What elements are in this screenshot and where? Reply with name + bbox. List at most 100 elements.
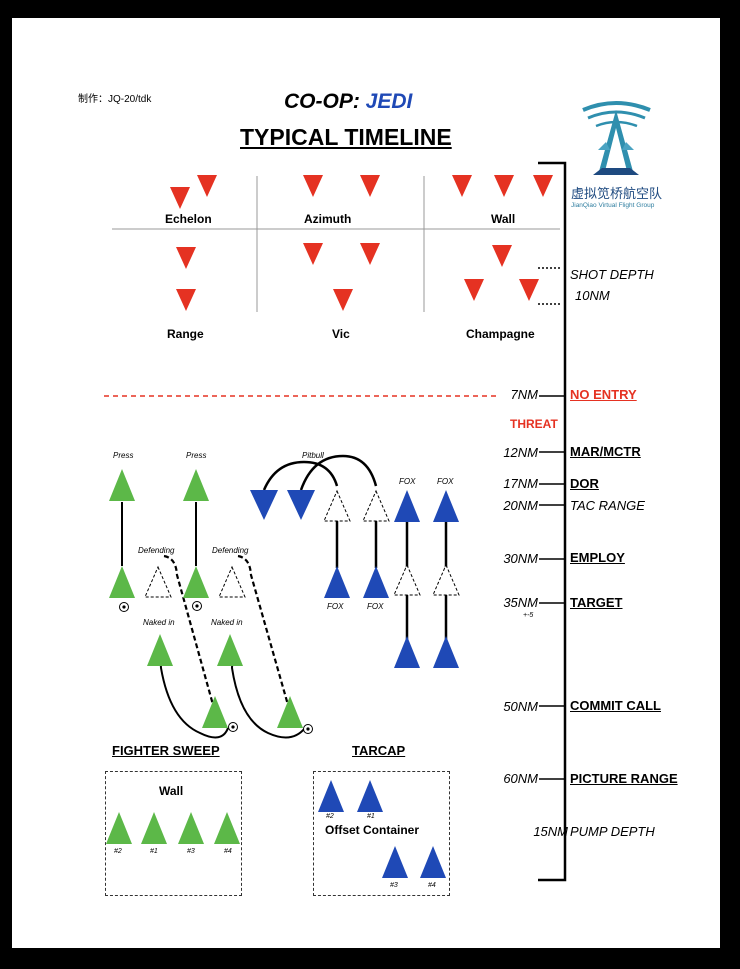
green-aircraft-11 — [178, 812, 204, 844]
blue-aircraft-5 — [394, 636, 420, 668]
label-press-1: Press — [113, 451, 134, 460]
label-range: Range — [167, 327, 204, 341]
green-aircraft-3 — [109, 566, 135, 598]
timeline-distance-4: 20NM — [503, 498, 538, 513]
green-aircraft-9 — [106, 812, 132, 844]
tarcap-box-title: Offset Container — [325, 823, 420, 837]
target-tolerance: +-5 — [523, 612, 534, 619]
blue-aircraft-9 — [382, 846, 408, 878]
green-aircraft-5 — [147, 634, 173, 666]
label-defending-2: Defending — [212, 546, 249, 555]
page-title: CO-OP: JEDI — [284, 90, 412, 114]
fighter-sweep-box — [105, 771, 242, 896]
logo-emblem — [582, 101, 651, 175]
timeline-distance-1: 7NM — [510, 387, 538, 402]
title-emphasis: JEDI — [365, 90, 413, 113]
label-fox-4: FOX — [367, 602, 384, 611]
kill-markers — [119, 601, 313, 734]
red-aircraft-11 — [492, 245, 512, 267]
blue-aircraft-7 — [318, 780, 344, 812]
timeline-label-dor: DOR — [570, 476, 599, 491]
threat-label: THREAT — [510, 417, 558, 431]
green-aircraft-8 — [277, 696, 303, 728]
fs-label-3: #3 — [187, 848, 195, 855]
green-aircraft-6 — [217, 634, 243, 666]
hollow-aircraft-1 — [144, 565, 172, 598]
timeline-label-target: TARGET — [570, 595, 623, 610]
red-aircraft-6 — [494, 175, 514, 197]
timeline-label-no-entry: NO ENTRY — [570, 387, 637, 402]
timeline-label-employ: EMPLOY — [570, 550, 625, 565]
red-aircraft-13 — [333, 289, 353, 311]
timeline-label-picture-range: PICTURE RANGE — [570, 771, 678, 786]
label-pitbull: Pitbull — [302, 451, 324, 460]
title-prefix: CO-OP: — [284, 90, 366, 113]
fighter-sweep-title: FIGHTER SWEEP — [112, 743, 220, 758]
blue-aircraft-6 — [433, 636, 459, 668]
timeline-distance-5: 30NM — [503, 551, 538, 566]
fighter-sweep-box-title: Wall — [159, 784, 184, 798]
threat-aircraft-1 — [250, 490, 278, 520]
green-aircraft-10 — [141, 812, 167, 844]
label-azimuth: Azimuth — [304, 212, 352, 226]
logo-name-en: JianQiao Virtual Flight Group — [571, 202, 655, 209]
label-defending-1: Defending — [138, 546, 175, 555]
red-aircraft-1 — [170, 187, 190, 209]
timeline-distance-7: 50NM — [503, 699, 538, 714]
red-aircraft-5 — [452, 175, 472, 197]
label-press-2: Press — [186, 451, 207, 460]
green-aircraft-2 — [183, 469, 209, 501]
tc-label-1: #2 — [326, 813, 334, 820]
timeline-label-pump-depth: PUMP DEPTH — [570, 824, 655, 839]
timeline-distance-8: 60NM — [503, 771, 538, 786]
label-vic: Vic — [332, 327, 350, 341]
red-aircraft-15 — [519, 279, 539, 301]
timeline-ticks — [539, 395, 565, 780]
tc-label-2: #1 — [367, 813, 375, 820]
timeline-distance-3: 17NM — [503, 476, 538, 491]
tarcap-lines — [262, 454, 448, 644]
threat-aircraft-2 — [287, 490, 315, 520]
hollow-aircraft-4 — [362, 489, 390, 522]
logo-name-cn: 虚拟笕桥航空队 — [571, 186, 663, 201]
timeline-label-tac-range: TAC RANGE — [570, 498, 645, 513]
tc-label-3: #3 — [390, 882, 398, 889]
blue-aircraft-1 — [394, 490, 420, 522]
hollow-aircraft-3 — [323, 489, 351, 522]
credit: 制作：JQ-20/tdk — [78, 94, 152, 105]
red-aircraft-10 — [360, 243, 380, 265]
page-subtitle: TYPICAL TIMELINE — [240, 124, 452, 150]
label-champagne: Champagne — [466, 327, 535, 341]
blue-aircraft-4 — [363, 566, 389, 598]
hollow-aircraft-2 — [218, 565, 246, 598]
blue-aircraft-10 — [420, 846, 446, 878]
red-aircraft-4 — [360, 175, 380, 197]
green-aircraft-1 — [109, 469, 135, 501]
red-aircraft-14 — [464, 279, 484, 301]
hollow-aircraft-5 — [393, 563, 421, 596]
fs-label-1: #2 — [114, 848, 122, 855]
timeline-bracket — [538, 161, 567, 882]
timeline-label-mar: MAR/MCTR — [570, 444, 641, 459]
timeline-distance-9: 15NM — [533, 824, 568, 839]
shot-depth-ticks — [538, 267, 562, 305]
timeline-distance-2: 12NM — [503, 445, 538, 460]
label-fox-1: FOX — [399, 477, 416, 486]
red-aircraft-3 — [303, 175, 323, 197]
green-aircraft-7 — [202, 696, 228, 728]
label-fox-2: FOX — [437, 477, 454, 486]
green-aircraft-12 — [214, 812, 240, 844]
red-aircraft-12 — [176, 289, 196, 311]
red-aircraft-2 — [197, 175, 217, 197]
tc-label-4: #4 — [428, 882, 436, 889]
label-naked-in-2: Naked in — [211, 618, 243, 627]
blue-aircraft-8 — [357, 780, 383, 812]
fs-label-2: #1 — [150, 848, 158, 855]
sweep-lines — [121, 502, 306, 739]
label-wall: Wall — [491, 212, 516, 226]
green-aircraft-4 — [183, 566, 209, 598]
hollow-aircraft-6 — [432, 563, 460, 596]
shot-depth-value: 10NM — [575, 288, 610, 303]
label-fox-3: FOX — [327, 602, 344, 611]
